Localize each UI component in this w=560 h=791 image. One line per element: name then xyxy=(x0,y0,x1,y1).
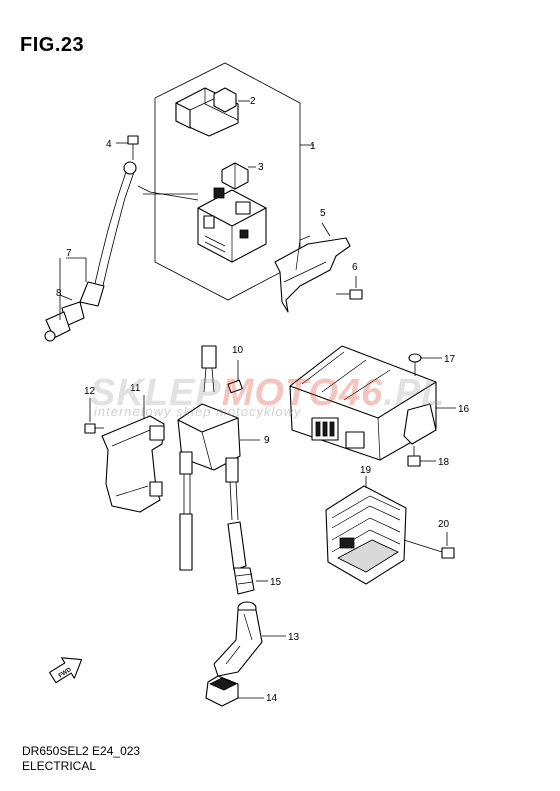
nut-part-18 xyxy=(407,446,436,467)
callout-17: 17 xyxy=(444,354,456,365)
figure-title: FIG.23 xyxy=(20,34,85,56)
callout-5: 5 xyxy=(320,208,326,219)
bolt-part-12 xyxy=(84,398,104,434)
coil-bracket-part xyxy=(101,395,165,513)
bolt-part-20 xyxy=(403,532,455,559)
callout-19: 19 xyxy=(360,465,372,476)
fuse-part xyxy=(221,162,256,190)
model-code: DR650SEL2 E24_023 xyxy=(22,744,141,758)
callout-9: 9 xyxy=(264,435,270,446)
ground-cable-part xyxy=(44,161,137,342)
callout-12: 12 xyxy=(84,386,96,397)
callout-18: 18 xyxy=(438,457,450,468)
relay-bracket-part xyxy=(274,222,351,313)
relay-lead-wire xyxy=(137,185,199,201)
bolt-part-4 xyxy=(116,135,139,160)
callout-4: 4 xyxy=(106,139,112,150)
fwd-arrow-icon: FWD xyxy=(49,657,83,684)
spark-plug-boot-part xyxy=(213,601,286,677)
ecm-unit-part xyxy=(289,345,456,461)
callout-11: 11 xyxy=(130,383,141,394)
callout-1: 1 xyxy=(310,141,316,152)
plug-cap-part xyxy=(233,567,268,595)
callout-10: 10 xyxy=(232,345,244,356)
regulator-rectifier-part xyxy=(325,476,407,585)
callout-7: 7 xyxy=(66,248,72,259)
rubber-cap-part xyxy=(205,675,264,707)
callout-3: 3 xyxy=(258,162,264,173)
callout-20: 20 xyxy=(438,519,450,530)
section-name: ELECTRICAL xyxy=(22,759,97,773)
coil-connector-part xyxy=(201,345,217,393)
callout-16: 16 xyxy=(458,404,470,415)
callout-13: 13 xyxy=(288,632,300,643)
starter-relay-part xyxy=(197,187,267,263)
screw-part-17 xyxy=(408,353,442,376)
ignition-coil-part xyxy=(177,403,260,571)
callout-6: 6 xyxy=(352,262,358,273)
bolt-part-6 xyxy=(336,276,363,300)
callout-2: 2 xyxy=(250,96,256,107)
bolt-part-10 xyxy=(227,360,243,394)
relay-cover-part xyxy=(175,87,250,137)
callout-8: 8 xyxy=(56,288,62,299)
callout-14: 14 xyxy=(266,693,278,704)
callout-15: 15 xyxy=(270,577,282,588)
